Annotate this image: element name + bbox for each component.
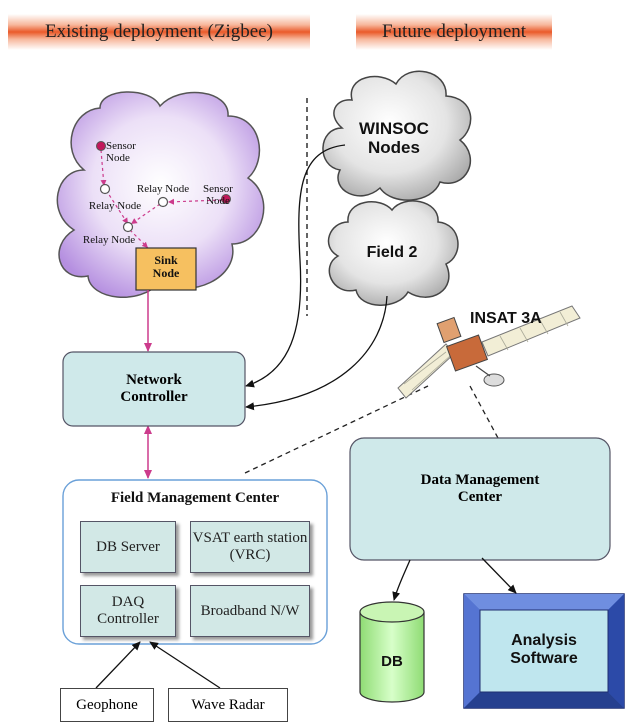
relay-node-2-label: Relay Node xyxy=(136,183,190,195)
relay-node-1-dot xyxy=(99,183,111,195)
data-management-center-box xyxy=(349,437,611,561)
future-deployment-banner: Future deployment xyxy=(356,14,552,50)
relay-node-3-label: Relay Node xyxy=(82,234,136,246)
dmc-to-analysis-arrow xyxy=(481,557,517,594)
relay-node-2-dot xyxy=(157,196,169,208)
relay-node-3-dot xyxy=(122,221,134,233)
existing-deployment-banner: Existing deployment (Zigbee) xyxy=(8,14,310,50)
winsoc-cloud xyxy=(322,70,472,201)
field2-cloud xyxy=(327,200,459,306)
dmc-to-db-arrow xyxy=(392,559,411,601)
db-server-box: DB Server xyxy=(80,521,176,573)
wave-radar-box: Wave Radar xyxy=(168,688,288,722)
analysis-software-frame xyxy=(463,593,625,709)
broadband-nw-box: Broadband N/W xyxy=(190,585,310,637)
mesh-links xyxy=(100,149,223,249)
network-controller-box xyxy=(62,351,246,427)
winsoc-to-controller-arrow xyxy=(245,144,346,388)
field2-label: Field 2 xyxy=(366,244,418,261)
sensor-node-1-dot xyxy=(96,141,106,151)
sink-node-box xyxy=(135,247,197,291)
wave-radar-to-daq-arrow xyxy=(149,641,221,689)
insat-3a-label: INSAT 3A xyxy=(470,310,542,327)
winsoc-nodes-label: WINSOC Nodes xyxy=(359,119,429,157)
geophone-box: Geophone xyxy=(60,688,154,722)
daq-controller-box: DAQ Controller xyxy=(80,585,176,637)
sink-node-label: Sink Node xyxy=(152,253,180,281)
zigbee-network-cloud xyxy=(56,91,265,299)
data-management-center-label: Data Management Center xyxy=(420,472,540,505)
sensor-node-2-dot xyxy=(221,194,231,204)
sensor-node-1-label: Sensor Node xyxy=(106,140,136,165)
sensor-node-2-label: Sensor Node xyxy=(203,183,233,208)
network-controller-label: Network Controller xyxy=(120,372,188,405)
analysis-software-label: Analysis Software xyxy=(510,632,578,667)
geophone-to-daq-arrow xyxy=(95,641,141,689)
db-label: DB xyxy=(381,653,403,670)
vsat-earth-station-box: VSAT earth station (VRC) xyxy=(190,521,310,573)
satellite-icon xyxy=(397,305,581,399)
satellite-fmc-link xyxy=(244,385,429,474)
relay-node-1-label: Relay Node xyxy=(88,200,142,212)
field-management-center-title: Field Management Center xyxy=(110,490,280,506)
field2-to-controller-arrow xyxy=(245,295,388,411)
db-cylinder xyxy=(359,601,425,703)
satellite-dmc-link xyxy=(469,385,499,439)
